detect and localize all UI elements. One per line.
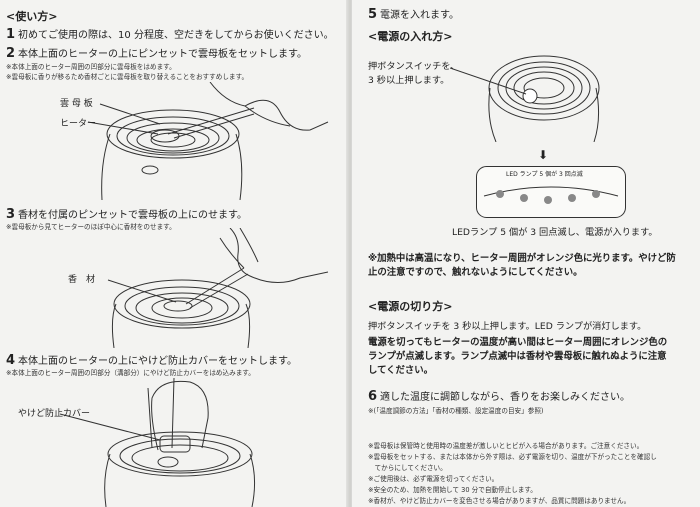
step-3-number: 3 [6,207,16,222]
step-1-number: 1 [6,27,16,42]
led-lamp-icons [496,190,600,204]
power-off-line-1: 押ボタンスイッチを 3 秒以上押します。LED ランプが消灯します。 [368,321,647,332]
step-5-number: 5 [368,7,378,22]
step-4-note: ※本体上面のヒーター周囲の凹部分（溝部分）にやけど防止カバーをはめ込みます。 [6,369,255,377]
step-4-number: 4 [6,353,16,368]
power-button-icon [522,88,538,104]
page-gutter [346,0,354,507]
footnote-3: てからにしてください。 [368,464,447,472]
power-on-callout-1: 押ボタンスイッチを、 [368,61,460,72]
step-2-note-2: ※雲母板に香りが移るため香材ごとに雲母板を取り替えることをおすすめします。 [6,73,249,81]
power-off-heading: <電源の切り方> [368,300,453,313]
step-1-text: 初めてご使用の際は、10 分程度、空だきをしてからお使いください。 [18,30,334,41]
step-2-note-1: ※本体上面のヒーター周囲の凹部分に雲母板をはめます。 [6,63,176,71]
step-6-note: ※(「温度調節の方法」「香材の種類、設定温度の目安」参照) [368,407,544,415]
step-2-text: 本体上面のヒーターの上にピンセットで雲母板をセットします。 [18,49,308,60]
power-off-bold-2: ランプが点滅します。ランプ点滅中は香材や雲母板に触れぬように注意 [368,351,667,362]
arrow-down-icon: ⬇ [538,148,549,162]
step-2-number: 2 [6,46,16,61]
footnote-6: ※香材が、やけど防止カバーを変色させる場合がありますが、品質に問題はありません。 [368,497,631,505]
label-incense: 香 材 [68,275,96,285]
illustration-set-burn-cover [59,378,256,507]
step-5-text: 電源を入れます。 [380,10,460,21]
step-3-text: 香材を付属のピンセットで雲母板の上にのせます。 [18,210,248,221]
left-page [0,0,348,507]
label-heater: ヒーター [60,119,97,129]
warning-line-2: 止の注意ですので、触れないようにしてください。 [368,267,583,278]
led-panel-title: LED ランプ 5 個が 3 回点滅 [506,171,583,178]
power-off-bold-3: してください。 [368,365,434,376]
step-6-number: 6 [368,389,378,404]
illustration-set-mica-plate [87,82,329,200]
illustration-place-incense [107,228,329,348]
power-on-callout-2: 3 秒以上押します。 [368,75,450,86]
label-burn-cover: やけど防止カバー [18,409,91,419]
usage-heading: <使い方> [6,10,58,23]
footnote-4: ※ご使用後は、必ず電源を切ってください。 [368,475,499,483]
power-on-heading: <電源の入れ方> [368,30,453,43]
led-panel [476,166,626,218]
step-6-text: 適した温度に調節しながら、香りをお楽しみください。 [380,392,631,403]
illustration-device-power-button [450,55,600,142]
power-on-caption: LEDランプ 5 個が 3 回点滅し、電源が入ります。 [452,227,658,238]
right-page [352,0,700,507]
footnote-1: ※雲母板は保管時と使用時の温度差が激しいとヒビが入る場合があります。ご注意くださ… [368,442,644,450]
step-3-note: ※雲母板から見てヒーターのほぼ中心に香材をのせます。 [6,223,176,231]
power-off-bold-1: 電源を切ってもヒーターの温度が高い間はヒーター周囲にオレンジ色の [368,337,668,348]
footnote-2: ※雲母板をセットする、または本体から外す際は、必ず電源を切り、温度が下がったこと… [368,453,657,461]
footnote-5: ※安全のため、加熱を開始して 30 分で自動停止します。 [368,486,537,494]
step-4-text: 本体上面のヒーターの上にやけど防止カバーをセットします。 [18,356,298,367]
label-mica-plate: 雲 母 板 [60,99,93,109]
warning-line-1: ※加熱中は高温になり、ヒーター周囲がオレンジ色に光ります。やけど防 [368,253,676,264]
